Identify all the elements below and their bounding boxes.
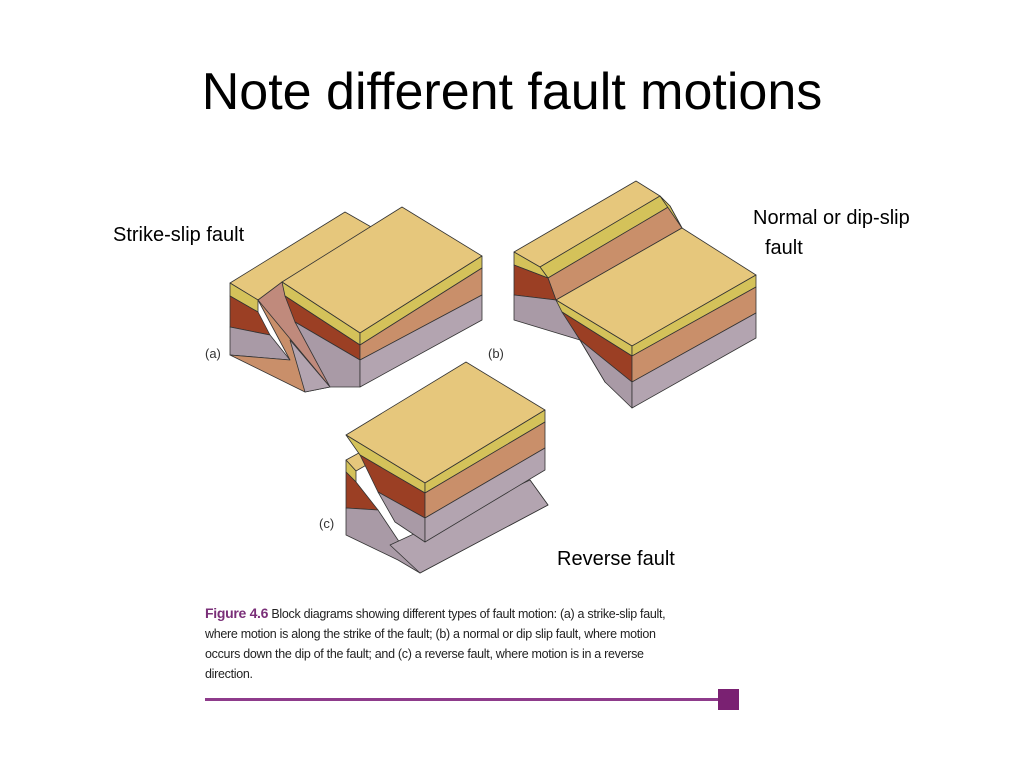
slide-title: Note different fault motions [201, 63, 823, 121]
normal-fault-label-line1: Normal or dip-slip [753, 207, 910, 229]
figure-letter-a: (a) [205, 346, 221, 361]
caption-line-4: direction. [205, 667, 253, 681]
normal-fault-label-line2: fault [765, 237, 803, 259]
caption-line-2: where motion is along the strike of the … [205, 627, 656, 641]
caption-divider [205, 698, 720, 701]
reverse-fault-label: Reverse fault [557, 548, 675, 570]
strike-slip-label: Strike-slip fault [113, 224, 245, 246]
figure-number: Figure 4.6 [205, 605, 269, 621]
caption-line-3: occurs down the dip of the fault; and (c… [205, 647, 644, 661]
figure-letter-c: (c) [319, 516, 335, 531]
figure-letter-b: (b) [488, 346, 504, 361]
caption-accent-square [718, 689, 739, 710]
figure-caption: Figure 4.6 Block diagrams showing differ… [205, 603, 745, 684]
caption-line-1: Block diagrams showing different types o… [271, 607, 666, 621]
